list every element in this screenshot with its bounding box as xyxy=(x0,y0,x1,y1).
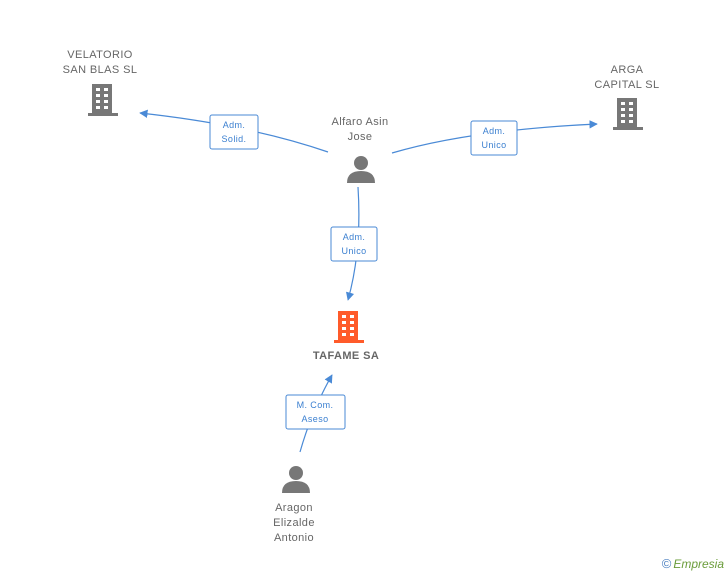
edge-label-alfaro-tafame[interactable]: Adm. Unico xyxy=(330,226,378,262)
edge-label-line: Solid. xyxy=(222,134,247,144)
node-label-line: Antonio xyxy=(274,532,314,544)
copyright-icon: © xyxy=(661,556,672,571)
brand-logo: Empresia xyxy=(673,557,724,571)
edge-label-line: Unico xyxy=(341,246,366,256)
building-icon xyxy=(334,311,364,343)
node-label-line: Alfaro Asin xyxy=(332,116,389,128)
person-icon xyxy=(347,156,375,183)
node-label-line: VELATORIO xyxy=(67,49,133,61)
edge-label-aragon-tafame[interactable]: M. Com. Aseso xyxy=(285,394,346,430)
edge-label-line: Unico xyxy=(481,140,506,150)
edge-label-alfaro-arga[interactable]: Adm. Unico xyxy=(470,120,518,156)
person-icon xyxy=(282,466,310,493)
edge-label-line: M. Com. xyxy=(297,400,334,410)
edge-label-line: Adm. xyxy=(343,232,366,242)
edge-label-line: Aseso xyxy=(301,414,328,424)
building-icon xyxy=(88,84,118,116)
node-label-line: Aragon xyxy=(275,502,313,514)
node-label-line: Jose xyxy=(348,131,373,143)
node-aragon-elizalde-antonio[interactable]: Aragon Elizalde Antonio xyxy=(273,466,315,544)
node-arga-capital[interactable]: ARGA CAPITAL SL xyxy=(594,64,659,130)
building-icon xyxy=(613,98,643,130)
node-label-line: Elizalde xyxy=(273,517,315,529)
node-velatorio-san-blas[interactable]: VELATORIO SAN BLAS SL xyxy=(63,49,138,116)
node-label-line: SAN BLAS SL xyxy=(63,64,138,76)
empresia-watermark: ©Empresia xyxy=(662,556,724,571)
edge-label-line: Adm. xyxy=(223,120,246,130)
edge-label-line: Adm. xyxy=(483,126,506,136)
node-label-line: CAPITAL SL xyxy=(594,79,659,91)
node-label-line: TAFAME SA xyxy=(313,350,379,362)
edge-label-alfaro-velatorio[interactable]: Adm. Solid. xyxy=(209,114,259,150)
node-label-line: ARGA xyxy=(611,64,644,76)
node-tafame-sa[interactable]: TAFAME SA xyxy=(313,311,379,362)
node-alfaro-asin-jose[interactable]: Alfaro Asin Jose xyxy=(332,116,389,183)
